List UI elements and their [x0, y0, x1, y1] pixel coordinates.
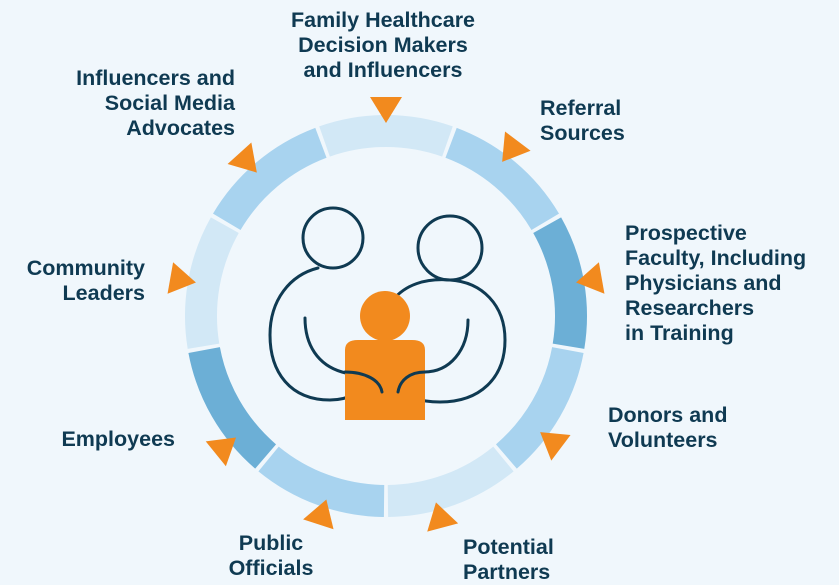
label-potential-partners: Potential Partners — [463, 535, 554, 584]
segment-community — [184, 217, 239, 349]
arrow-community-icon — [167, 262, 196, 294]
segment-faculty — [533, 217, 587, 349]
segment-partners — [387, 446, 514, 517]
arrow-influencers-icon — [227, 142, 257, 173]
label-prospective-faculty: Prospective Faculty, Including Physician… — [625, 221, 807, 345]
arrow-faculty-icon — [576, 262, 605, 294]
arrow-partners-icon — [427, 502, 459, 532]
segment-influencers — [212, 127, 327, 230]
family-group-icon — [268, 206, 507, 420]
arrow-officials-icon — [303, 499, 334, 530]
segment-officials — [258, 446, 385, 517]
segment-donors — [495, 347, 584, 469]
child-body — [345, 340, 425, 420]
label-family-decision-makers: Family Healthcare Decision Makers and In… — [290, 8, 476, 82]
label-public-officials: Public Officials — [228, 531, 314, 580]
label-donors-volunteers: Donors and Volunteers — [608, 403, 728, 452]
right-adult-head — [416, 214, 484, 282]
left-adult-head — [301, 206, 365, 270]
label-employees: Employees — [61, 427, 175, 451]
arrow-employees-icon — [205, 437, 237, 467]
label-community-leaders: Community Leaders — [26, 256, 145, 305]
arrow-group — [167, 97, 605, 532]
segment-family — [319, 115, 453, 157]
arrow-referral-icon — [502, 131, 531, 162]
child-hug-line — [343, 370, 427, 394]
arrow-donors-icon — [540, 432, 571, 461]
label-influencers-advocates: Influencers and Social Media Advocates — [76, 66, 235, 140]
right-adult-body — [391, 278, 507, 404]
segment-ring — [184, 115, 587, 517]
arrow-family-icon — [370, 97, 402, 123]
segment-employees — [188, 347, 277, 469]
segment-referral — [445, 127, 560, 230]
child-head — [360, 291, 410, 341]
label-referral-sources: Referral Sources — [540, 96, 625, 145]
